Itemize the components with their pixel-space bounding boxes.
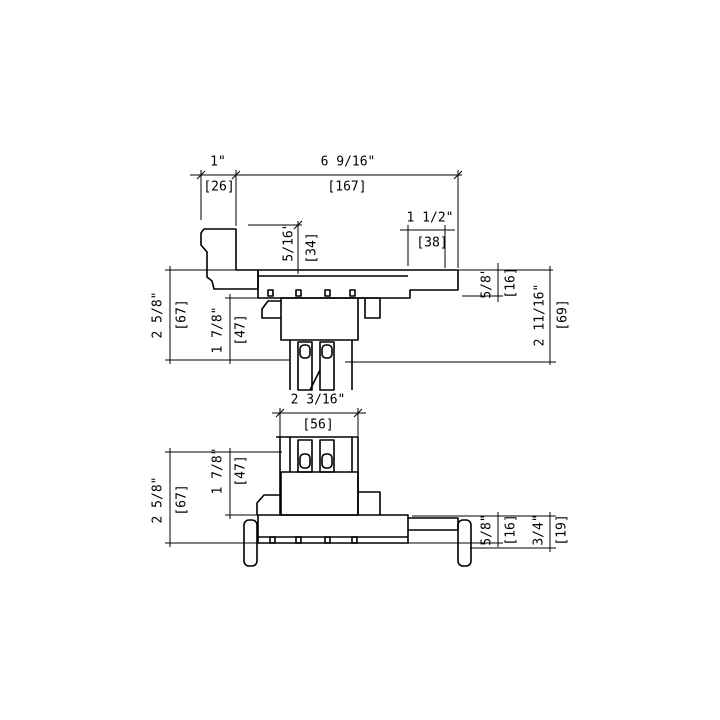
left-step xyxy=(261,300,281,319)
glazing-width-metric: [56] xyxy=(302,418,333,433)
bottom-frame-thickness-imperial: 5/8" xyxy=(480,514,495,545)
step-depth-imperial: 5/16" xyxy=(282,222,297,261)
sash-profile xyxy=(200,228,259,290)
right-leg xyxy=(457,519,472,567)
frame-hole xyxy=(295,536,302,544)
glazing-height-metric: [47] xyxy=(234,314,249,345)
step-depth-metric: [34] xyxy=(305,232,320,263)
frame-hole xyxy=(267,289,274,297)
sash-width-metric: [26] xyxy=(203,180,234,195)
left-leg xyxy=(243,519,258,567)
frame-hole xyxy=(295,289,302,297)
bottom-section: 2 5/8" [67] 1 7/8" [47] 5/8" [16] 3/4" [… xyxy=(151,436,570,567)
frame-hole xyxy=(324,536,331,544)
frame-hole xyxy=(269,536,276,544)
right-offset-dimension xyxy=(400,225,455,268)
glass-pane xyxy=(297,341,313,391)
glazing-bead xyxy=(280,471,359,516)
break-line xyxy=(309,369,321,391)
glazing-width-imperial: 2 3/16" xyxy=(291,393,346,408)
total-height-imperial: 2 11/16" xyxy=(533,284,548,347)
spacer xyxy=(321,344,333,359)
frame-profile xyxy=(257,269,459,299)
bottom-glazing-height-imperial: 1 7/8" xyxy=(211,448,226,495)
total-height-metric: [69] xyxy=(556,299,571,330)
dimension-tick xyxy=(293,220,303,230)
dimension-tick xyxy=(453,170,463,180)
frame-hole xyxy=(351,536,358,544)
bottom-left-dimensions xyxy=(165,448,282,547)
frame-hole xyxy=(324,289,331,297)
right-offset-metric: [38] xyxy=(416,236,447,251)
dimension-tick xyxy=(196,170,206,180)
right-height-dimensions xyxy=(345,263,556,365)
bottom-right-dimensions xyxy=(408,512,556,552)
overall-width-imperial: 6 9/16" xyxy=(321,155,376,170)
dimension-tick xyxy=(353,408,363,418)
bottom-frame-thickness-metric: [16] xyxy=(504,514,519,545)
left-step xyxy=(256,494,281,515)
glazing-stop-step xyxy=(358,297,381,319)
bottom-glazing-height-metric: [47] xyxy=(234,455,249,486)
right-offset-imperial: 1 1/2" xyxy=(407,211,454,226)
dimension-tick xyxy=(275,408,285,418)
glazing-bead xyxy=(280,297,359,341)
top-width-dimensions xyxy=(190,170,463,268)
leg-height-imperial: 3/4" xyxy=(532,514,547,545)
overall-width-metric: [167] xyxy=(327,180,366,195)
glazing-width-dimension xyxy=(272,408,366,437)
dimension-tick xyxy=(231,170,241,180)
top-section: 1" [26] 6 9/16" [167] 1 1/2" [38] 5/16" … xyxy=(151,155,571,391)
spacer xyxy=(321,453,333,469)
frame-profile xyxy=(257,514,409,544)
frame-thickness-imperial: 5/8" xyxy=(480,267,495,298)
leg-height-metric: [19] xyxy=(555,514,570,545)
glazing-height-imperial: 1 7/8" xyxy=(211,307,226,354)
frame-extension xyxy=(408,517,459,531)
spacer xyxy=(299,453,311,469)
bottom-left-height-metric: [67] xyxy=(175,484,190,515)
frame-hole xyxy=(349,289,356,297)
frame-thickness-metric: [16] xyxy=(504,267,519,298)
sash-width-imperial: 1" xyxy=(210,155,226,170)
glass-pane xyxy=(319,341,335,391)
left-height-metric: [67] xyxy=(175,299,190,330)
bottom-left-height-imperial: 2 5/8" xyxy=(151,477,166,524)
step-depth-dimension xyxy=(248,220,303,274)
spacer xyxy=(299,344,311,359)
glazing-stop-step xyxy=(358,491,381,515)
left-height-imperial: 2 5/8" xyxy=(151,292,166,339)
